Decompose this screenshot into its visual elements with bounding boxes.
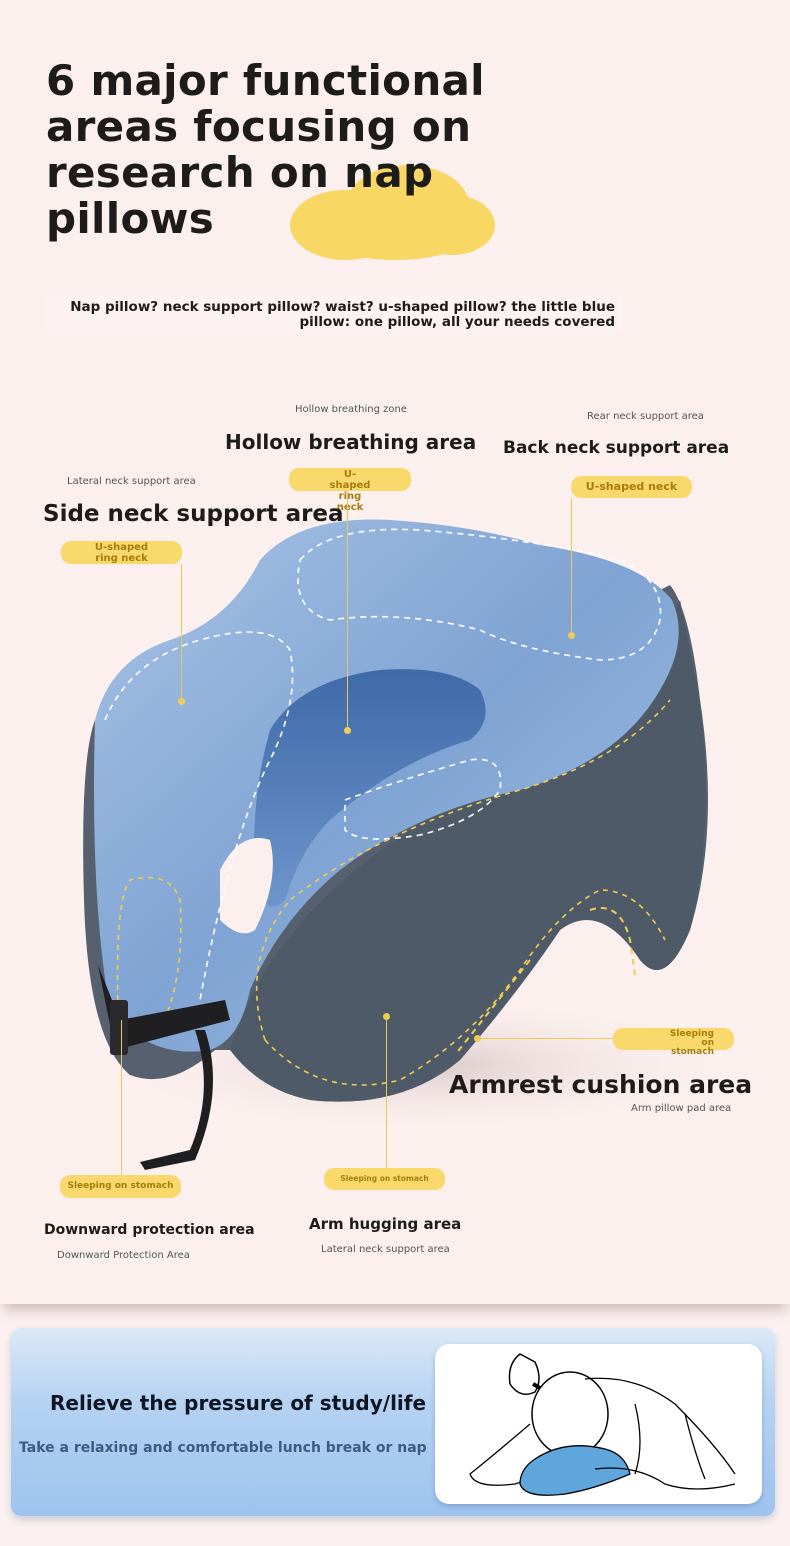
side-neck-tag: U-shaped ring neck [61,541,182,564]
hollow-area-caption: Hollow breathing zone [295,404,407,415]
hollow-area-title: Hollow breathing area [225,430,477,454]
armrest-marker-dot [474,1035,481,1042]
hollow-marker-dot [344,727,351,734]
armrest-leader-line [478,1038,613,1039]
arm-hugging-caption: Lateral neck support area [321,1244,450,1255]
back-neck-marker-dot [568,632,575,639]
napping-person-illustration [435,1344,762,1504]
side-neck-leader-line [181,564,182,700]
armrest-tag: Sleeping on stomach [613,1028,734,1057]
arm-hugging-title: Arm hugging area [309,1215,462,1233]
back-neck-caption: Rear neck support area [587,411,704,422]
side-neck-title: Side neck support area [43,501,344,527]
hollow-leader-line [347,491,348,731]
banner-subtitle: Take a relaxing and comfortable lunch br… [19,1440,427,1456]
back-neck-title: Back neck support area [503,438,730,458]
back-neck-tag: U-shaped neck [571,476,692,498]
downward-title: Downward protection area [44,1222,255,1238]
arm-hugging-leader-line [386,1020,387,1168]
side-neck-marker-dot [178,698,185,705]
side-neck-caption: Lateral neck support area [67,476,196,487]
page-subtitle: Nap pillow? neck support pillow? waist? … [46,295,621,333]
downward-caption: Downward Protection Area [57,1250,190,1261]
page-title: 6 major functional areas focusing on res… [46,56,485,243]
downward-tag: Sleeping on stomach [60,1175,181,1198]
banner-title: Relieve the pressure of study/life [50,1391,427,1415]
sleeping-person-icon [469,1353,736,1496]
armrest-title: Armrest cushion area [449,1070,753,1099]
yellow-cloud-decoration [290,160,495,260]
u-shaped-pillow-image [83,519,750,1170]
arm-hugging-tag: Sleeping on stomach [324,1168,445,1190]
armrest-caption: Arm pillow pad area [631,1103,732,1114]
arm-hugging-marker-dot [383,1013,390,1020]
hollow-area-tag: U-shaped ring neck [289,468,411,513]
downward-leader-line [121,1020,122,1175]
back-neck-leader-line [571,498,572,636]
